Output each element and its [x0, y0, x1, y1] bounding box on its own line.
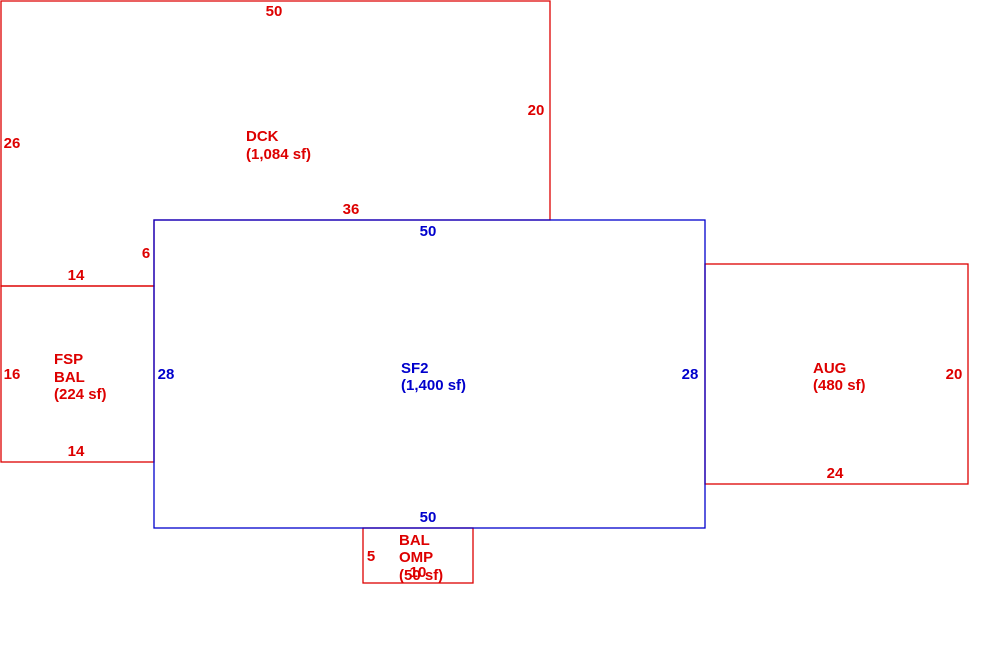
sf2-dim-right: 28: [682, 366, 699, 383]
dck-dim-inner-top: 36: [343, 201, 360, 218]
dck-label-size: (1,084 sf): [246, 146, 311, 163]
bal-omp-dim-left: 5: [367, 548, 375, 565]
fsp-bal-dim-left: 16: [4, 366, 21, 383]
sf2-outline: [153, 219, 706, 529]
fsp-bal-label-code2: BAL: [54, 369, 85, 386]
fsp-bal-label-code1: FSP: [54, 351, 83, 368]
sf2-label-size: (1,400 sf): [401, 377, 466, 394]
area-sf2: 50 50 28 28 SF2 (1,400 sf): [153, 219, 706, 529]
fsp-bal-label-size: (224 sf): [54, 386, 107, 403]
sf2-dim-left: 28: [158, 366, 175, 383]
dck-dim-step: 6: [142, 245, 150, 262]
bal-omp-label-size: (50 sf): [399, 567, 443, 584]
fsp-bal-dim-bottom: 14: [68, 443, 85, 460]
sf2-label-code: SF2: [401, 360, 429, 377]
sf2-dim-bottom: 50: [420, 509, 437, 526]
sf2-dim-top: 50: [420, 223, 437, 240]
dck-label-code: DCK: [246, 128, 279, 145]
bal-omp-dim-bottom: 10: [410, 564, 427, 581]
area-fsp-bal: 16 14 FSP BAL (224 sf): [0, 285, 155, 463]
bal-omp-label-code2: OMP: [399, 549, 433, 566]
dck-dim-top: 50: [266, 3, 283, 20]
aug-label-size: (480 sf): [813, 377, 866, 394]
aug-dim-bottom: 24: [827, 465, 844, 482]
aug-label-code: AUG: [813, 360, 846, 377]
dck-dim-left: 26: [4, 135, 21, 152]
dck-dim-right: 20: [528, 102, 545, 119]
area-dck: 50 20 26 36 6 14 DCK (1,084 sf): [0, 0, 551, 287]
dck-dim-inner-bottom: 14: [68, 267, 85, 284]
area-bal-omp: 5 10 BAL OMP (50 sf): [362, 527, 474, 584]
bal-omp-label-code1: BAL: [399, 532, 430, 549]
area-aug: 20 24 AUG (480 sf): [704, 263, 969, 485]
aug-dim-right: 20: [946, 366, 963, 383]
